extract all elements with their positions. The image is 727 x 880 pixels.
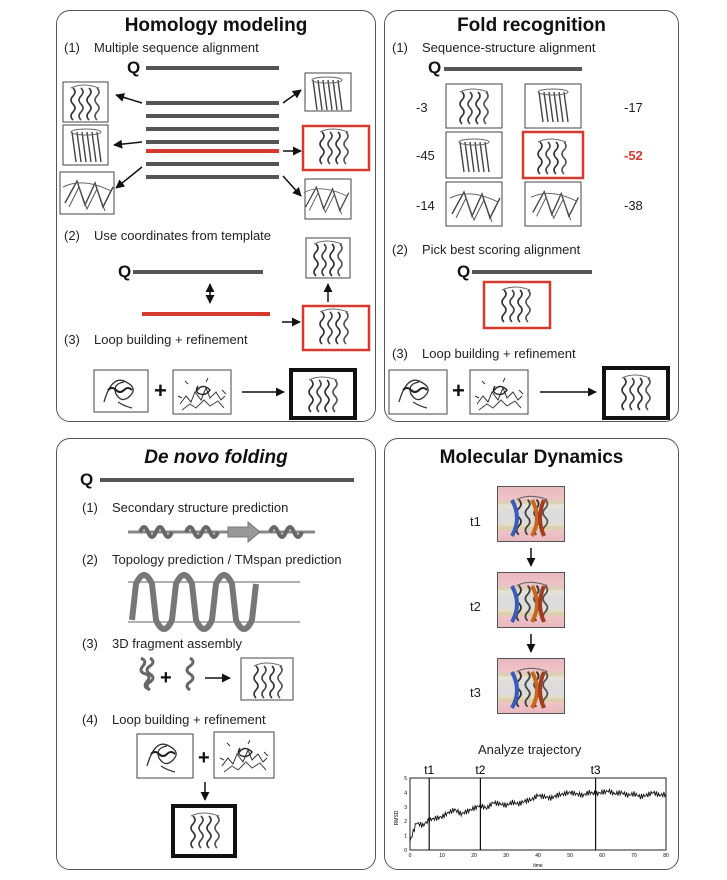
homology-step-2: (2)Use coordinates from template: [64, 228, 272, 243]
homology-query-label-2: Q: [118, 262, 132, 281]
fold-step-3: (3)Loop building + refinement: [392, 346, 576, 361]
x-tick-label: 0: [409, 853, 412, 859]
fragment-assembly: [136, 656, 294, 701]
time-marker-label: t1: [424, 763, 434, 777]
x-tick-label: 30: [503, 853, 509, 859]
md-timepoint-label: t3: [470, 685, 481, 700]
time-marker-label: t2: [475, 763, 485, 777]
x-tick-label: 70: [631, 853, 637, 859]
y-tick-label: 5: [404, 776, 407, 782]
denovo-step-2: (2)Topology prediction / TMspan predicti…: [82, 552, 342, 567]
plus-sign: +: [160, 667, 172, 689]
rmsd-plot: 0 1 2 3 4 5 0 10 20 30 40 50 60 70 80 t1 t2 t3 RMSD tim…: [394, 763, 669, 869]
x-tick-label: 60: [599, 853, 605, 859]
md-protein-t2: [510, 581, 549, 623]
x-tick-label: 20: [471, 853, 477, 859]
rmsd-series-line: [409, 787, 667, 842]
y-tick-label: 0: [404, 848, 407, 854]
plus-sign: +: [452, 378, 465, 403]
time-marker-label: t3: [591, 763, 601, 777]
fold-query-label-2: Q: [457, 262, 471, 281]
fold-score: -38: [624, 198, 643, 213]
secondary-structure-cartoon: [128, 520, 315, 544]
homology-panel-title: Homology modeling: [124, 15, 308, 36]
fold-step-2: (2)Pick best scoring alignment: [392, 242, 581, 257]
y-tick-label: 1: [404, 834, 407, 840]
plus-sign: +: [198, 747, 210, 769]
denovo-panel-title: De novo folding: [144, 447, 288, 468]
denovo-step-4: (4)Loop building + refinement: [82, 712, 266, 727]
fold-step-1: (1)Sequence-structure alignment: [392, 40, 596, 55]
md-timepoint-label: t2: [470, 599, 481, 614]
md-timepoint-label: t1: [470, 514, 481, 529]
fold-score: -3: [416, 100, 428, 115]
plus-sign: +: [154, 378, 167, 403]
plot-ylabel: RMSD: [394, 810, 400, 825]
denovo-query-label: Q: [80, 470, 94, 489]
y-tick-label: 4: [404, 790, 407, 796]
homology-step-3: (3)Loop building + refinement: [64, 332, 248, 347]
denovo-step-3: (3)3D fragment assembly: [82, 636, 243, 651]
x-tick-label: 80: [663, 853, 669, 859]
md-snapshot-t3: [497, 658, 565, 714]
denovo-query-bar: [100, 478, 354, 482]
md-protein-t1: [510, 495, 549, 537]
homology-arrows: [113, 89, 333, 397]
template-sequence-bar: [146, 149, 279, 153]
x-tick-label: 50: [567, 853, 573, 859]
y-tick-label: 2: [404, 819, 407, 825]
fold-panel-title: Fold recognition: [457, 15, 606, 36]
y-tick-label: 3: [404, 805, 407, 811]
denovo-step-1: (1)Secondary structure prediction: [82, 500, 289, 515]
x-tick-label: 10: [439, 853, 445, 859]
plot-frame: [409, 777, 667, 851]
fold-query-label: Q: [428, 58, 442, 77]
md-snapshot-t2: [497, 572, 565, 628]
topology-cartoon: [128, 572, 300, 632]
analyze-trajectory-label: Analyze trajectory: [478, 742, 582, 757]
fold-structure-thumbnails: [388, 83, 670, 420]
fold-best-score: -52: [624, 148, 643, 163]
denovo-refinement: [136, 731, 275, 858]
md-panel-title: Molecular Dynamics: [439, 447, 624, 468]
homology-step-1: (1)Multiple sequence alignment: [64, 40, 259, 55]
fold-score: -14: [416, 198, 435, 213]
x-tick-label: 40: [535, 853, 541, 859]
homology-structure-thumbnails: [59, 72, 371, 420]
md-snapshot-t1: [497, 486, 565, 542]
fold-score: -17: [624, 100, 643, 115]
homology-query-label: Q: [127, 58, 141, 77]
fold-bars: [444, 67, 592, 274]
fold-score: -45: [416, 148, 435, 163]
plot-xlabel: time: [533, 863, 543, 869]
homology-alignment-bars: [133, 66, 279, 316]
de-novo-folding-panel: De novo folding: [56, 438, 376, 870]
md-protein-t3: [510, 667, 549, 709]
